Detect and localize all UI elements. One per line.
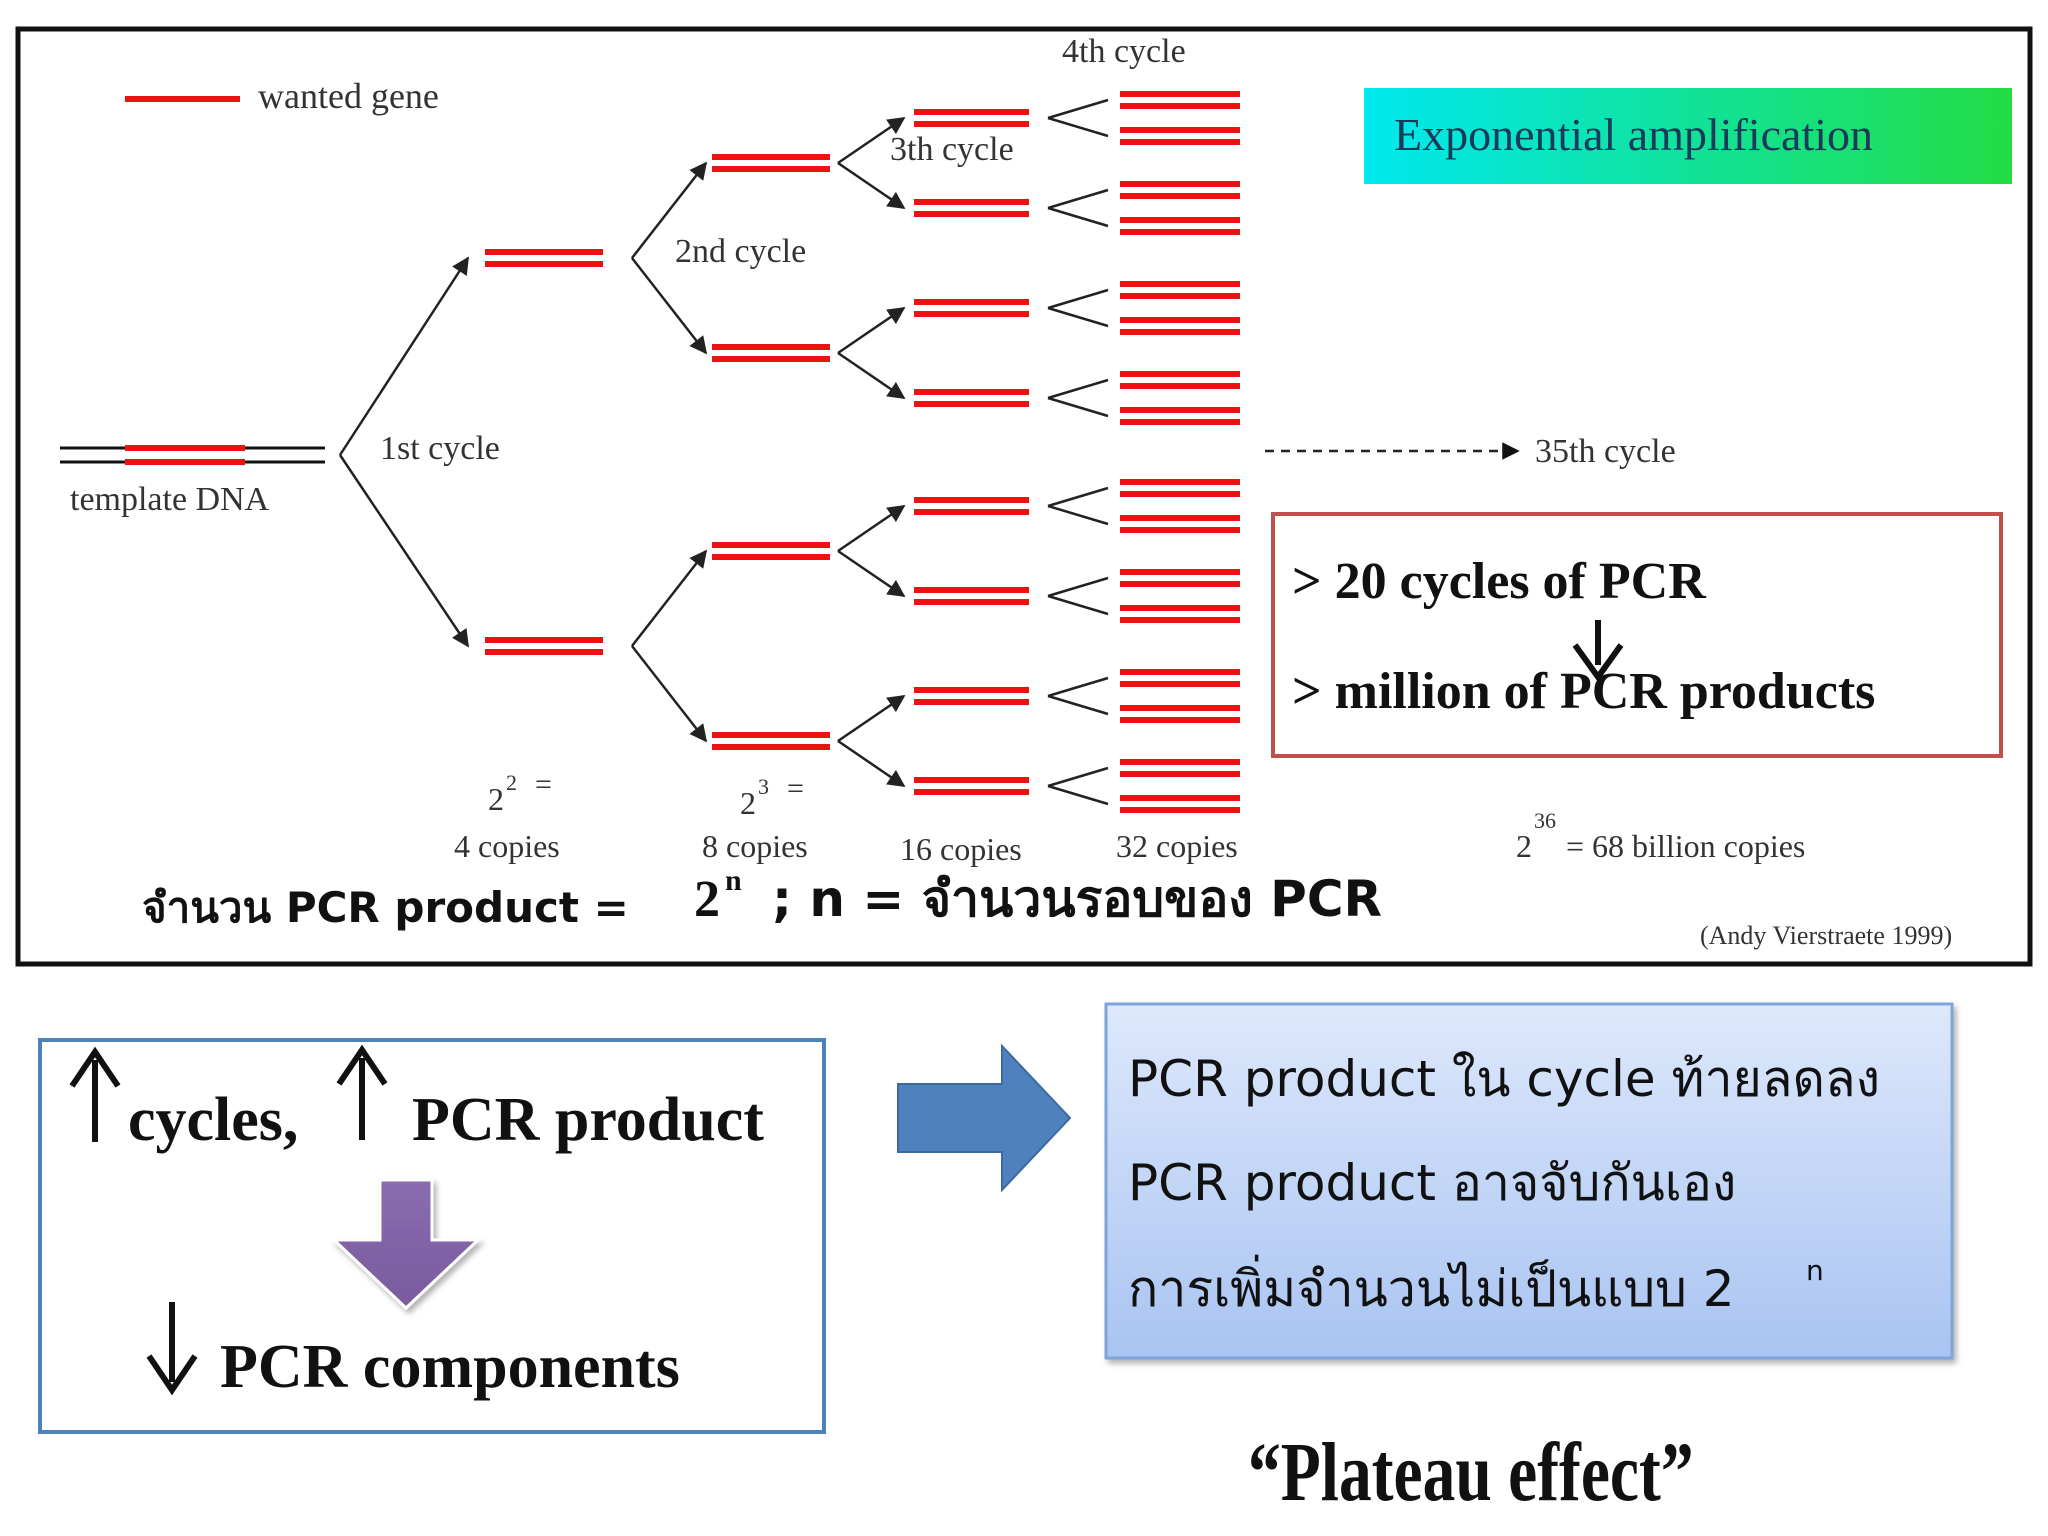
info-line-2: > million of PCR products [1292, 663, 1875, 720]
info-line-1: > 20 cycles of PCR [1292, 553, 1707, 610]
branch-cycle-4 [1047, 98, 1109, 120]
credit: (Andy Vierstraete 1999) [1700, 921, 1952, 950]
svg-text:36: 36 [1534, 808, 1556, 833]
branch-cycle-4 [1047, 188, 1109, 210]
branch-cycle-3 [837, 739, 906, 788]
dna-copies [485, 91, 1240, 813]
branch-cycle-3 [837, 694, 906, 743]
branch-cycle-4 [1047, 576, 1109, 598]
title-box [1364, 88, 2012, 184]
copies-32: 32 copies [1116, 828, 1238, 864]
branch-arrows [338, 98, 1109, 806]
plateau-caption: “Plateau effect” [1248, 1426, 1694, 1519]
right-line-1: PCR product ใน cycle ท้ายลดลง [1128, 1050, 1880, 1108]
svg-text:=: = [535, 768, 552, 801]
svg-text:= 68 billion copies: = 68 billion copies [1566, 828, 1805, 864]
left-line-1a: cycles, [128, 1086, 298, 1154]
branch-cycle-4 [1047, 784, 1109, 806]
branch-cycle-4 [1047, 676, 1109, 698]
copies-4: 2 2 = 4 copies [454, 768, 560, 864]
branch-cycle-4 [1047, 504, 1109, 526]
branch-cycle-4 [1047, 766, 1109, 788]
branch-cycle-4 [1047, 396, 1109, 418]
template-label: template DNA [70, 481, 270, 518]
branch-cycle-4 [1047, 594, 1109, 616]
svg-text:=: = [787, 772, 804, 805]
svg-text:4 copies: 4 copies [454, 828, 560, 864]
branch-cycle-2 [631, 257, 708, 355]
purple-down-arrow-icon [330, 1178, 482, 1311]
svg-text:2: 2 [488, 781, 504, 817]
branch-cycle-4 [1047, 206, 1109, 228]
formula-left: จำนวน PCR product = [142, 883, 629, 932]
right-block-arrow-icon [897, 1043, 1072, 1193]
branch-cycle-3 [837, 504, 906, 553]
legend-label: wanted gene [258, 76, 439, 116]
branch-cycle-2 [631, 549, 708, 647]
info-down-arrow-icon [1572, 620, 1624, 683]
svg-text:2: 2 [506, 770, 517, 795]
svg-text:3: 3 [758, 774, 769, 799]
branch-cycle-1 [338, 256, 470, 456]
branch-cycle-2 [631, 161, 708, 259]
right-line-3-exp: n [1806, 1254, 1824, 1287]
branch-cycle-4 [1047, 378, 1109, 400]
branch-cycle-3 [837, 161, 906, 210]
cycle-label-35: 35th cycle [1535, 433, 1676, 470]
branch-cycle-4 [1047, 306, 1109, 328]
branch-cycle-1 [338, 454, 470, 648]
right-line-3: การเพิ่มจำนวนไม่เป็นแบบ 2 [1128, 1255, 1735, 1318]
branch-cycle-2 [631, 645, 708, 743]
up-arrow-icon [69, 1046, 121, 1142]
formula-base: 2 [694, 871, 720, 928]
down-arrow-icon [146, 1302, 198, 1396]
copies-8: 2 3 = 8 copies [702, 772, 808, 864]
info-box [1271, 512, 2003, 758]
branch-cycle-3 [837, 306, 906, 355]
formula-exp: n [725, 864, 742, 897]
cycle-label-2: 2nd cycle [675, 233, 806, 270]
left-line-2: PCR components [220, 1333, 680, 1401]
cycle-label-1: 1st cycle [380, 430, 500, 467]
svg-text:8 copies: 8 copies [702, 828, 808, 864]
up-arrow-icon [336, 1044, 388, 1140]
svg-text:2: 2 [1516, 828, 1532, 864]
branch-cycle-3 [837, 116, 906, 165]
cycle-label-4: 4th cycle [1062, 33, 1186, 70]
cycle-label-3: 3th cycle [890, 131, 1014, 168]
formula-right: ; n = จำนวนรอบของ PCR [772, 870, 1382, 928]
figure-frame [15, 26, 2033, 967]
branch-cycle-3 [837, 549, 906, 598]
right-box [1104, 1002, 1954, 1360]
branch-cycle-3 [837, 351, 906, 400]
svg-text:2: 2 [740, 785, 756, 821]
copies-16: 16 copies [900, 831, 1022, 867]
branch-cycle-4 [1047, 288, 1109, 310]
right-line-2: PCR product อาจจับกันเอง [1128, 1154, 1736, 1212]
template-dna [60, 445, 325, 465]
branch-cycle-4 [1047, 486, 1109, 508]
branch-cycle-4 [1047, 116, 1109, 138]
title-text: Exponential amplification [1394, 109, 1873, 160]
copies-final: 2 36 = 68 billion copies [1516, 808, 1805, 864]
left-line-1b: PCR product [412, 1086, 764, 1154]
branch-cycle-4 [1047, 694, 1109, 716]
